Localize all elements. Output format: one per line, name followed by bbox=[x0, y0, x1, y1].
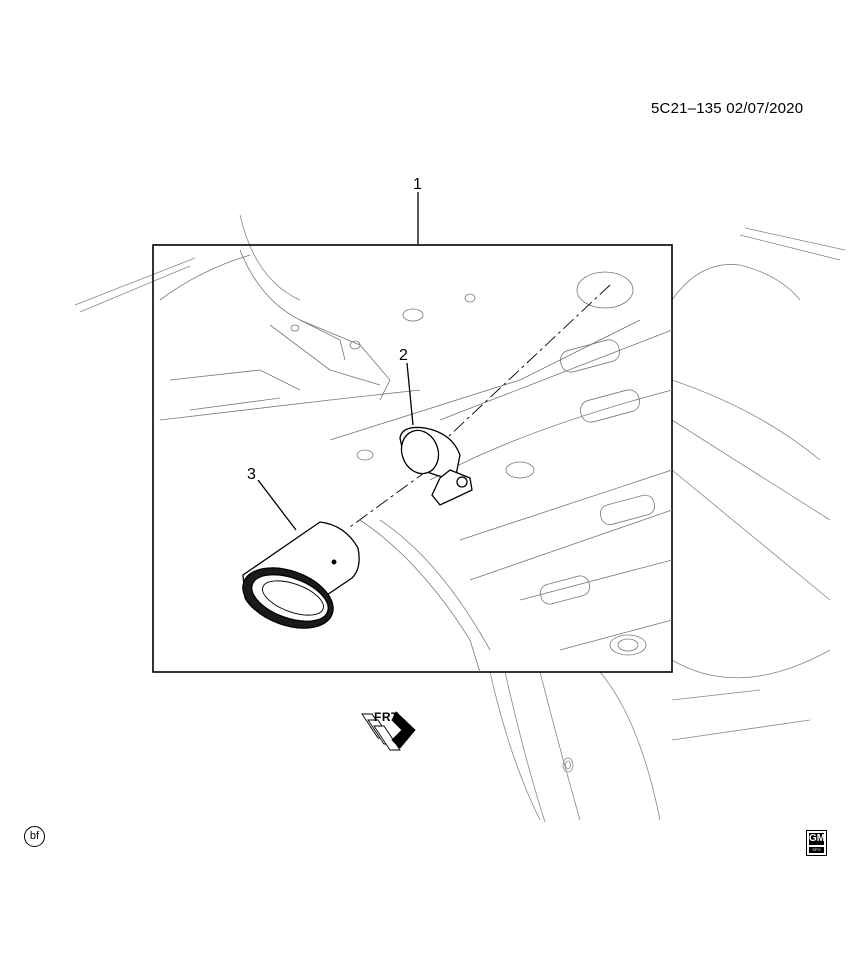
front-direction-arrow bbox=[361, 711, 416, 751]
exhaust-tip bbox=[242, 521, 360, 629]
diagram-reference: 5C21–135 02/07/2020 bbox=[651, 100, 804, 117]
callout-2: 2 bbox=[399, 347, 408, 364]
gm-logo: GM SPO bbox=[806, 830, 827, 856]
exhaust-clamp bbox=[399, 426, 473, 506]
inset-frame bbox=[152, 244, 673, 673]
exhaust-axis-line bbox=[349, 284, 611, 528]
gm-logo-text: GM bbox=[809, 833, 826, 845]
vehicle-body-outline bbox=[74, 214, 846, 823]
front-direction-label: FRT bbox=[374, 710, 399, 724]
bf-mark: bf bbox=[24, 826, 45, 847]
callout-1: 1 bbox=[413, 176, 422, 193]
callout-3: 3 bbox=[247, 466, 256, 483]
callout-leaders bbox=[257, 192, 419, 531]
gm-logo-subtext: SPO bbox=[809, 847, 824, 853]
